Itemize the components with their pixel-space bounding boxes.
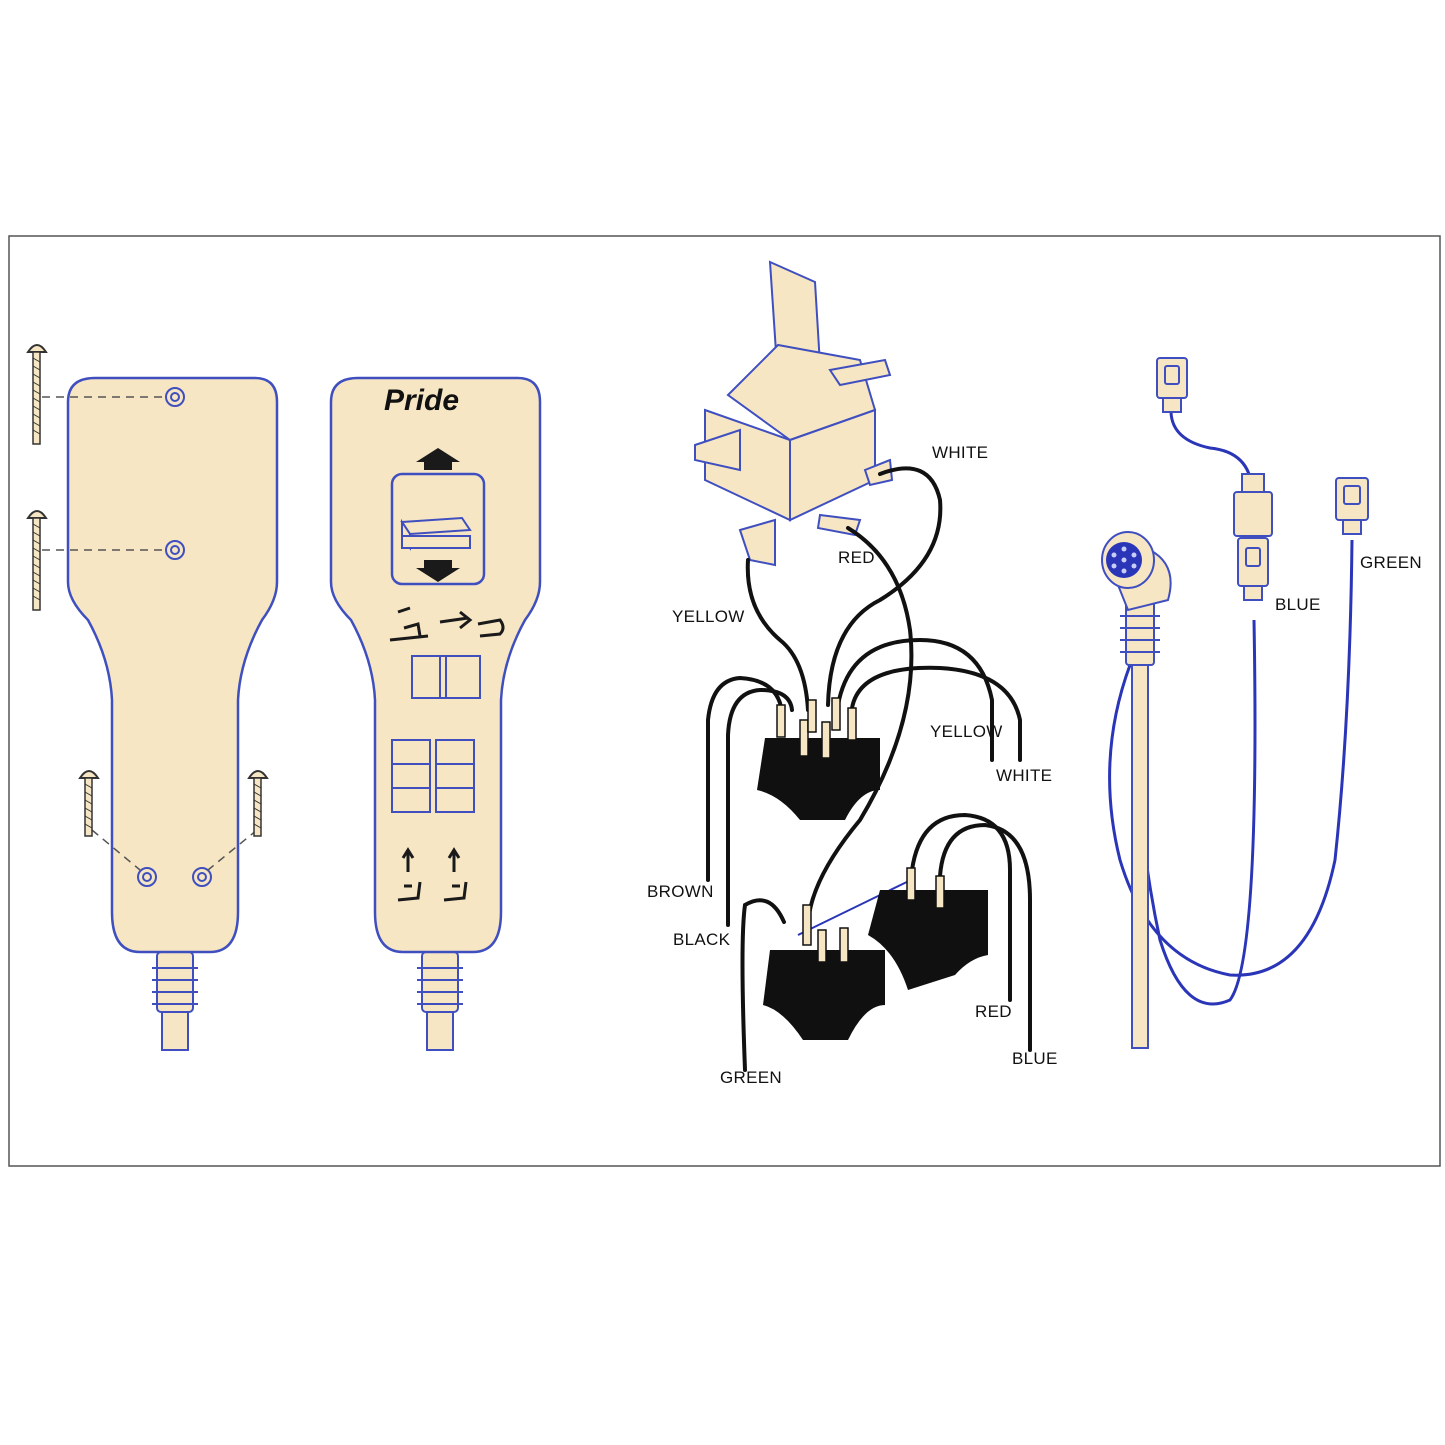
black-wires [706, 466, 1032, 1072]
switch-block [868, 867, 988, 990]
screw-icon [247, 770, 269, 837]
wire-label-white: WHITE [932, 443, 988, 462]
screw-icon [26, 510, 48, 611]
strain-relief-back [152, 951, 198, 1013]
handset-back-body [66, 376, 279, 954]
recline-icon [389, 606, 505, 642]
wire-label-blue: BLUE [1012, 1049, 1058, 1068]
brand-logo: Pride [384, 384, 459, 417]
main-rocker-switch [694, 260, 894, 567]
stacked-switches[interactable] [391, 739, 475, 813]
switch-block [763, 904, 885, 1040]
wire-label-yellow: YELLOW [672, 607, 745, 626]
lift-icon [397, 847, 468, 902]
screw-guide-lines [42, 396, 258, 871]
spade-terminal [1156, 357, 1188, 413]
spade-terminal [1233, 473, 1273, 601]
rocker-switch-icon[interactable] [400, 516, 472, 551]
wire-label-white: WHITE [996, 766, 1052, 785]
handset-back [26, 344, 279, 1051]
blue-jumper-wire [797, 877, 916, 936]
screw-icon [78, 770, 100, 837]
twin-switch[interactable] [411, 655, 481, 699]
switch-block [757, 697, 880, 820]
wire-label-blue: BLUE [1275, 595, 1321, 614]
spade-terminal [1335, 477, 1369, 535]
din-plug [1101, 531, 1155, 589]
wire-label-yellow: YELLOW [930, 722, 1003, 741]
wire-label-green: GREEN [1360, 553, 1422, 572]
strain-relief-front [417, 951, 463, 1013]
wire-label-red: RED [838, 548, 875, 567]
wire-label-black: BLACK [673, 930, 731, 949]
wire-label-brown: BROWN [647, 882, 714, 901]
screw-icon [26, 344, 48, 445]
screw-hole [137, 387, 212, 887]
wire-label-red: RED [975, 1002, 1012, 1021]
down-arrow-icon [416, 560, 460, 582]
wire-label-green: GREEN [720, 1068, 782, 1087]
up-arrow-icon [416, 448, 460, 470]
connector-cable: BLUE GREEN [1101, 357, 1422, 1049]
handset-front: Pride [329, 376, 542, 1051]
